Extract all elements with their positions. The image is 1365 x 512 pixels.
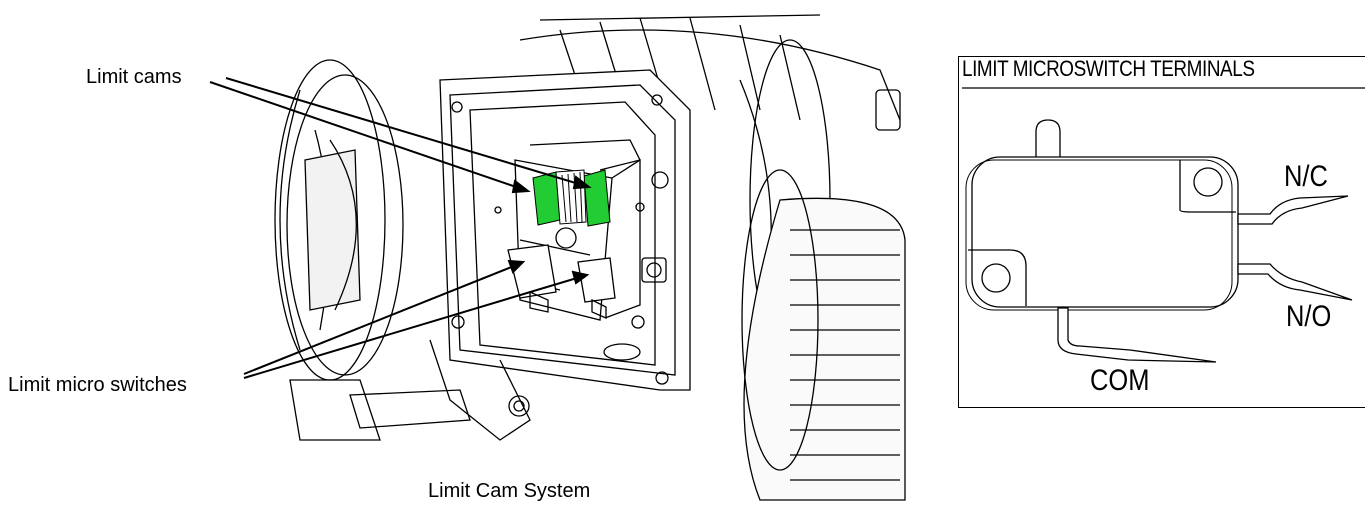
arrow-head-cam-2 [572,175,592,190]
figure-caption: Limit Cam System [428,480,591,502]
microswitch-schematic [962,87,1365,363]
leader-lines [209,77,592,379]
fan-shroud [274,59,404,381]
terminal-com [1057,307,1217,363]
no-label: N/O [1286,300,1332,333]
com-label: COM [1090,364,1150,397]
arrow-head-switch-2 [571,270,590,285]
mount-hole-top [1193,167,1223,197]
right-motor [741,89,906,501]
switch-body-outline [965,159,1233,311]
mount-hole-bottom [981,263,1011,293]
arrow-head-switch-1 [507,259,526,274]
terminal-nc [1237,195,1349,225]
micro-switches [507,244,616,319]
arrow-head-cam-1 [511,179,531,194]
terminals-panel [958,56,1365,408]
motor-drawing [274,14,906,501]
limit-cams [532,169,611,227]
terminals-title: LIMIT MICROSWITCH TERMINALS [962,56,1255,81]
limit-micro-switches-label: Limit micro switches [8,374,187,396]
terminal-no [1237,263,1353,301]
lower-bracket [289,339,531,441]
nc-label: N/C [1284,160,1328,193]
actuator-plunger [1035,119,1061,157]
limit-cams-label: Limit cams [86,66,182,88]
switch-body [971,156,1239,308]
